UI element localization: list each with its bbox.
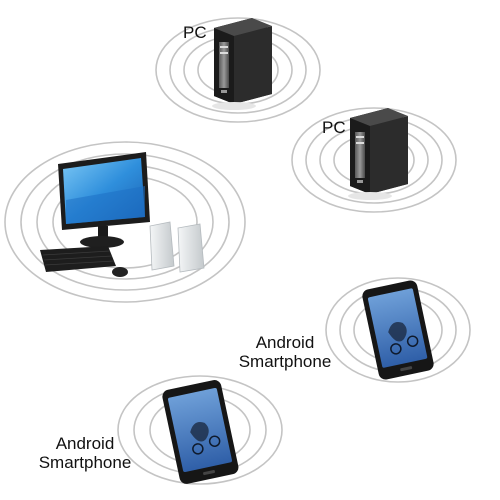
smartphone-icon (162, 380, 239, 484)
phone-right-label: Android Smartphone (232, 333, 338, 371)
pc-right-label: PC (322, 118, 346, 137)
phone-right-label-line1: Android (255, 333, 315, 352)
desktop-computer-icon (40, 152, 205, 277)
pc-top-label: PC (183, 23, 207, 42)
phone-bottom-label: Android Smartphone (32, 434, 138, 472)
phone-bottom-label-line1: Android (55, 434, 115, 453)
smartphone-icon (362, 280, 434, 380)
phone-bottom-label-line2: Smartphone (38, 453, 132, 472)
phone-right-label-line2: Smartphone (238, 352, 332, 371)
pc-tower-icon (212, 18, 272, 110)
desktop-signal-rings (4, 141, 246, 303)
pc-tower-icon (348, 108, 408, 200)
